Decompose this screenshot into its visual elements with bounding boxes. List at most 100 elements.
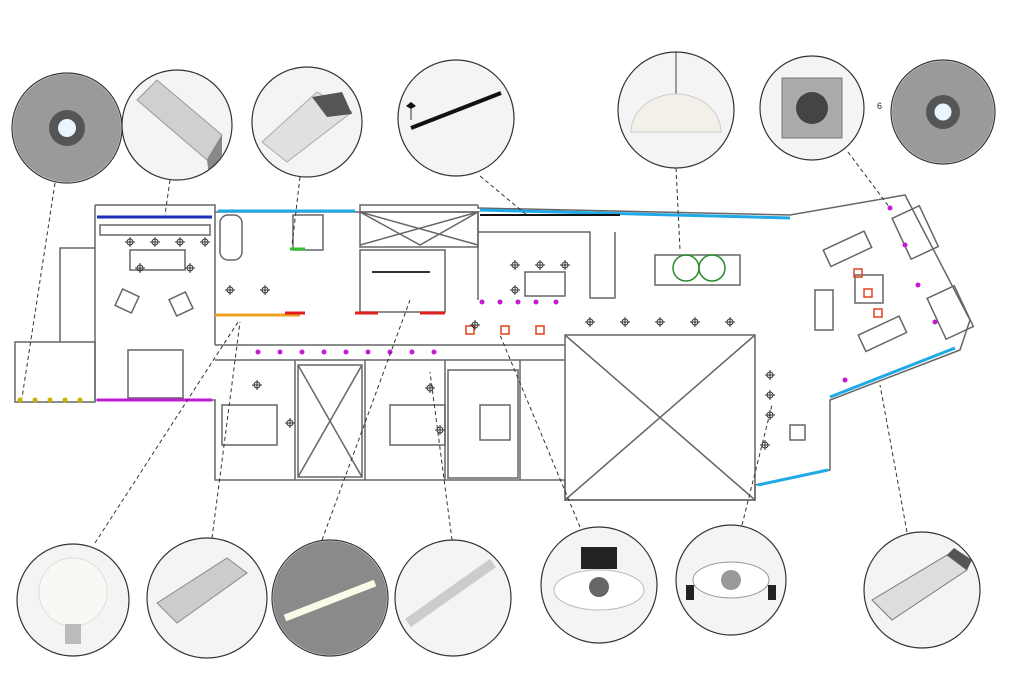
downlight-icon	[285, 418, 295, 428]
yellow-light-dot	[32, 397, 38, 403]
callout-border	[617, 51, 735, 169]
callout-bg	[398, 60, 514, 176]
leader-line	[321, 299, 411, 541]
downlight-icon	[535, 260, 545, 270]
fixture-image	[38, 557, 108, 644]
downlight-icon	[225, 285, 235, 295]
pendant-dome-icon	[617, 51, 735, 169]
magenta-light-dot	[533, 299, 539, 305]
magenta-light-dot	[409, 349, 415, 355]
leader-line	[429, 371, 453, 541]
magenta-light-dot	[515, 299, 521, 305]
bar	[410, 91, 502, 130]
linear-bar-icon	[394, 539, 512, 657]
walls	[14, 194, 975, 501]
dome	[630, 93, 722, 133]
magenta-light-dot	[387, 349, 393, 355]
magenta-light-dot	[553, 299, 559, 305]
fixture-image	[871, 548, 972, 621]
led-profile-square-icon	[121, 69, 233, 181]
magenta-light-dot	[365, 349, 371, 355]
downlight-icon	[655, 317, 665, 327]
callout-border	[271, 539, 389, 657]
leader-line	[741, 404, 773, 526]
leader-line	[479, 175, 529, 217]
fixture-image	[156, 557, 248, 624]
fixture-image	[13, 74, 121, 182]
downlight-icon	[560, 260, 570, 270]
downlight-icon	[175, 237, 185, 247]
spot-lens	[58, 119, 76, 137]
fixture-callouts	[11, 51, 996, 659]
leader-line	[879, 384, 908, 533]
lens	[589, 577, 609, 597]
callout-border	[863, 531, 981, 649]
bar	[405, 558, 496, 628]
downlight-icon	[690, 317, 700, 327]
yellow-light-dot	[47, 397, 53, 403]
magenta-light-dot	[255, 349, 261, 355]
downlight-icon	[185, 263, 195, 273]
magenta-light-dot	[915, 282, 921, 288]
leader-lines	[21, 151, 908, 544]
leader-line	[291, 176, 301, 246]
downlight-icon	[510, 260, 520, 270]
clip	[686, 585, 694, 600]
downlight-icon	[725, 317, 735, 327]
downlight-icon	[125, 237, 135, 247]
heatsink	[581, 547, 617, 569]
leader-line	[21, 182, 56, 399]
leader-line	[94, 321, 239, 544]
profile-end	[312, 92, 352, 117]
pendant-marker	[853, 268, 863, 278]
fixture-image	[405, 558, 496, 628]
pendant-marker	[465, 325, 475, 335]
leader-line	[847, 151, 891, 209]
fixture-image	[781, 77, 843, 139]
leader-line	[499, 334, 581, 528]
magenta-light-dot	[431, 349, 437, 355]
round-downlight-heatsink-icon	[540, 526, 658, 644]
callout-border	[394, 539, 512, 657]
linear-suspended-icon	[397, 59, 515, 177]
globe-bulb-icon	[16, 543, 130, 657]
globe	[38, 557, 108, 627]
led-profile-corner-icon	[251, 66, 363, 178]
spot	[796, 92, 828, 124]
pendant-marker	[863, 288, 873, 298]
callout-border	[397, 59, 515, 177]
recessed-spot-icon	[890, 59, 996, 165]
led-profile-recessed-icon	[863, 531, 981, 649]
magenta-light-dot	[479, 299, 485, 305]
yellow-light-dot	[17, 397, 23, 403]
led-strip-icon	[271, 539, 389, 657]
fixture-image	[553, 547, 645, 611]
recessed-spot-icon	[11, 72, 123, 184]
profile-end	[947, 548, 972, 570]
magenta-light-dot	[299, 349, 305, 355]
pendant-marker	[500, 325, 510, 335]
magenta-light-dot	[887, 205, 893, 211]
magenta-light-dot	[902, 242, 908, 248]
magenta-light-dot	[277, 349, 283, 355]
callout-border	[759, 55, 865, 161]
fixture-image	[406, 91, 502, 130]
magenta-light-dot	[932, 319, 938, 325]
fixture-image	[892, 61, 994, 163]
callout-number: 6	[877, 101, 883, 111]
magenta-light-dot	[497, 299, 503, 305]
lens	[721, 570, 741, 590]
downlight-icon	[760, 440, 770, 450]
downlight-icon	[252, 380, 262, 390]
yellow-light-dot	[62, 397, 68, 403]
callout-border	[540, 526, 658, 644]
downlight-icon	[150, 237, 160, 247]
fixture-image	[630, 52, 722, 133]
magenta-light-dot	[842, 377, 848, 383]
downlight-icon	[765, 390, 775, 400]
callout-border	[16, 543, 130, 657]
callout-border	[146, 537, 268, 659]
magenta-light-dot	[321, 349, 327, 355]
light-lines	[97, 208, 956, 487]
